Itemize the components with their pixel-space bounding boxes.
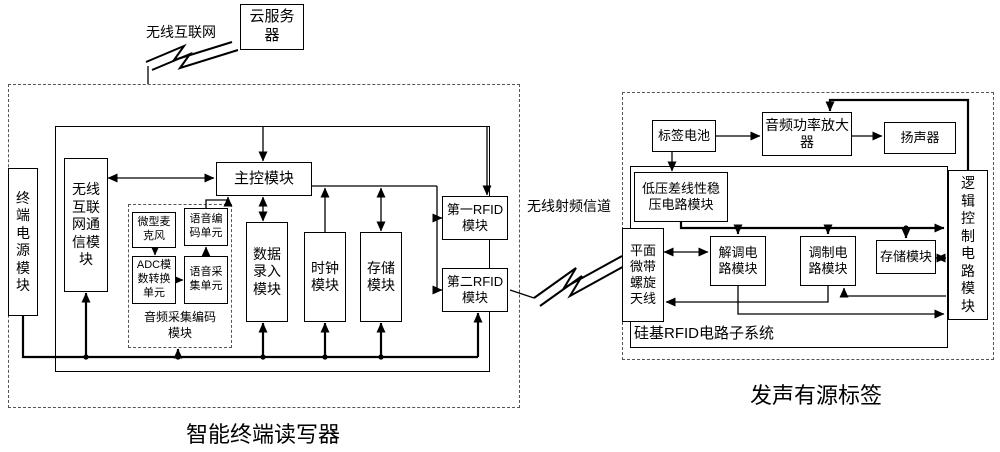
tag-caption: 发声有源标签	[750, 383, 883, 408]
adc-converter-unit: ADC模数转换单元	[132, 256, 176, 304]
reader-connectors	[107, 66, 535, 299]
reader-inner-box	[55, 126, 490, 372]
rf-link-icon	[533, 255, 629, 307]
spiral-antenna: 平面微带螺旋天线	[622, 228, 664, 322]
second-rfid-module: 第二RFID模块	[442, 268, 508, 312]
wireless-link-icon	[145, 41, 239, 71]
clock-module: 时钟模块	[304, 232, 346, 322]
data-entry-module: 数据录入模块	[246, 222, 288, 322]
micro-microphone-unit: 微型麦克风	[132, 212, 176, 248]
logic-control-module: 逻辑控制电路模块	[948, 170, 988, 320]
tag-battery: 标签电池	[652, 120, 716, 152]
voice-encoder-unit: 语音编码单元	[184, 208, 228, 246]
voice-collect-unit: 语音采集单元	[184, 256, 228, 304]
tag-connectors	[663, 131, 947, 319]
demodulator-module: 解调电路模块	[710, 236, 766, 286]
audio-module-outline	[128, 204, 232, 348]
tag-outline	[622, 92, 994, 360]
tag-junction-dots	[735, 225, 909, 231]
rfid-subsystem-caption: 硅基RFID电路子系统	[634, 325, 774, 342]
power-junction-dots	[83, 354, 384, 360]
speaker: 扬声器	[884, 122, 956, 154]
modulator-module: 调制电路模块	[800, 236, 856, 286]
reader-caption: 智能终端读写器	[186, 422, 341, 447]
reader-storage-module: 存储模块	[360, 232, 402, 322]
first-rfid-module: 第一RFID模块	[442, 196, 508, 240]
audio-amplifier: 音频功率放大器	[762, 112, 852, 156]
cloud-server-box: 云服务器	[240, 4, 304, 50]
wifi-comm-module: 无线互联网通信模块	[64, 158, 108, 292]
ldo-regulator-module: 低压差线性稳压电路模块	[634, 172, 728, 222]
rf-channel-label: 无线射频信道	[527, 198, 611, 214]
main-control-module: 主控模块	[216, 162, 312, 196]
wireless-internet-label: 无线互联网	[146, 24, 216, 40]
terminal-power-module: 终端电源模块	[8, 168, 38, 316]
tag-storage-module: 存储模块	[876, 240, 936, 274]
audio-module-caption: 音频采集编码模块	[143, 310, 216, 340]
